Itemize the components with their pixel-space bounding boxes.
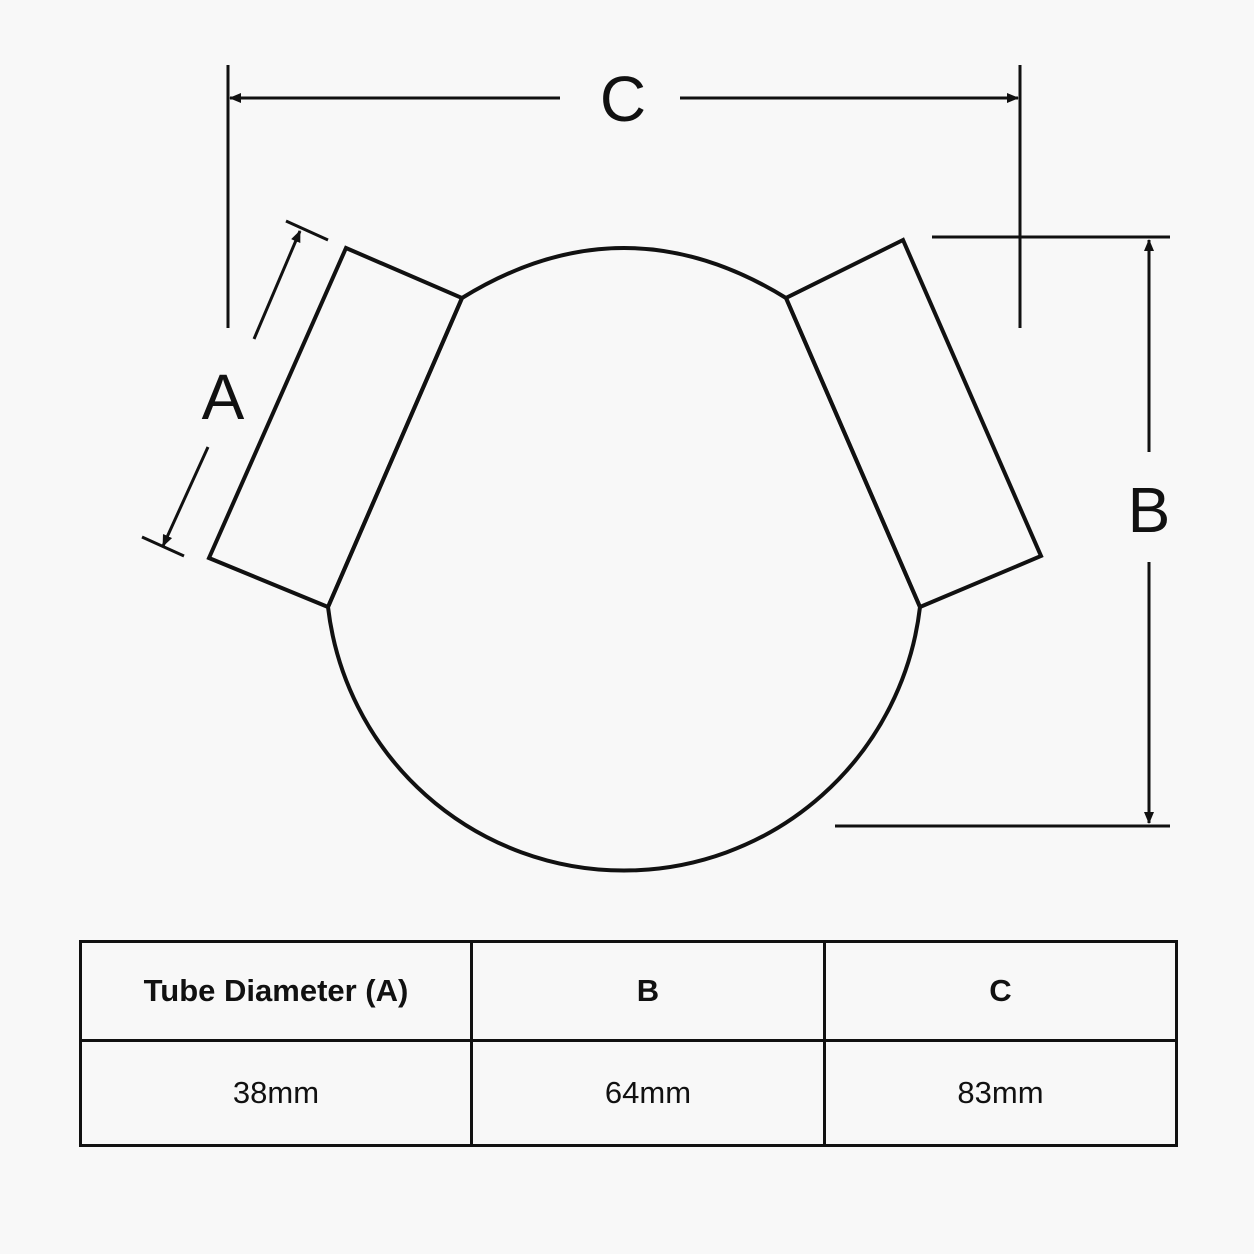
label-c: C xyxy=(600,63,646,135)
a-arrow-bottom xyxy=(161,446,210,547)
value-c: 83mm xyxy=(823,1039,1178,1147)
a-tick-top xyxy=(285,219,329,242)
dimensions-table: Tube Diameter (A) B C 38mm 64mm 83mm xyxy=(79,940,1178,1147)
fitting-body xyxy=(325,246,923,873)
table-header-row: Tube Diameter (A) B C xyxy=(79,940,1178,1042)
left-tube-socket xyxy=(206,245,465,610)
a-arrow-top xyxy=(252,230,302,340)
value-tube-diameter: 38mm xyxy=(79,1039,473,1147)
fitting-outline xyxy=(206,237,1044,873)
header-tube-diameter: Tube Diameter (A) xyxy=(79,940,473,1042)
right-tube-socket xyxy=(783,237,1044,610)
a-tick-bottom xyxy=(141,535,185,558)
dimension-lines xyxy=(141,65,1170,828)
header-c: C xyxy=(823,940,1178,1042)
table-row: 38mm 64mm 83mm xyxy=(79,1039,1178,1147)
fitting-diagram: C B A xyxy=(141,63,1171,873)
value-b: 64mm xyxy=(470,1039,826,1147)
label-a: A xyxy=(202,361,245,433)
label-b: B xyxy=(1128,474,1171,546)
header-b: B xyxy=(470,940,826,1042)
